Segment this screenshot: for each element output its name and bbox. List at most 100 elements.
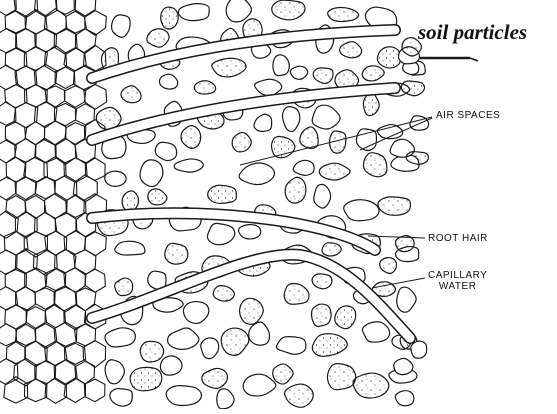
tissue-cell xyxy=(53,102,77,127)
soil-particle xyxy=(200,337,220,360)
soil-particle xyxy=(311,104,341,130)
tissue-cell xyxy=(34,28,58,53)
soil-particle xyxy=(409,115,430,131)
tissue-cell xyxy=(83,83,108,110)
tissue-cell xyxy=(82,339,107,369)
soil-particle xyxy=(139,159,164,188)
soil-particle xyxy=(362,152,388,178)
soil-particle xyxy=(311,273,333,290)
tissue-cell xyxy=(73,249,97,276)
tissue-cell xyxy=(44,267,67,292)
tissue-cell xyxy=(0,210,19,239)
soil-particle xyxy=(109,387,133,407)
soil-particle xyxy=(299,126,319,150)
soil-particle xyxy=(120,85,142,104)
soil-particle xyxy=(334,305,357,330)
tissue-cell xyxy=(0,0,17,17)
soil-particle xyxy=(158,73,179,90)
soil-particle xyxy=(104,327,136,348)
soil-particle xyxy=(152,297,184,313)
capillary-line-2: WATER xyxy=(438,281,477,292)
pointer-line xyxy=(359,117,433,151)
label-pointers xyxy=(239,56,479,289)
soil-particle xyxy=(166,327,200,351)
soil-particle xyxy=(361,321,391,343)
tissue-cell xyxy=(23,230,49,258)
soil-particle xyxy=(159,355,183,376)
tissue-cell xyxy=(23,45,48,72)
soil-particle xyxy=(326,362,357,391)
soil-particle xyxy=(193,80,217,95)
pointer-line xyxy=(371,277,426,289)
capillary-water-label: CAPILLARY WATER xyxy=(428,270,487,292)
soil-particle xyxy=(283,282,310,305)
root-hair-label: ROOT HAIR xyxy=(428,233,488,244)
soil-particle xyxy=(154,141,178,162)
soil-particle xyxy=(237,223,262,240)
tissue-cell xyxy=(44,85,66,108)
tissue-cell xyxy=(63,342,87,366)
soil-particle xyxy=(173,158,204,173)
soil-particle xyxy=(328,130,347,154)
soil-particle xyxy=(253,113,273,133)
soil-particle xyxy=(327,6,360,23)
tissue-cell xyxy=(13,102,39,129)
soil-particle xyxy=(164,242,189,265)
root-hair xyxy=(87,208,380,255)
soil-particle xyxy=(321,242,342,257)
tissue-cell xyxy=(14,210,38,239)
tissue-cell xyxy=(34,360,57,386)
soil-particle xyxy=(146,28,170,48)
tissue-cell xyxy=(74,103,96,126)
soil-particle xyxy=(165,384,203,407)
soil-particle xyxy=(289,65,309,80)
tissue-cell xyxy=(0,323,18,347)
soil-particle xyxy=(405,151,429,165)
soil-particles-pointer xyxy=(469,57,479,62)
root-hair xyxy=(87,83,400,145)
tissue-cell xyxy=(4,10,28,34)
tissue-cell xyxy=(44,377,68,405)
soil-particle xyxy=(310,303,332,328)
soil-particle xyxy=(114,240,146,256)
soil-particle xyxy=(238,297,264,325)
soil-particle xyxy=(376,123,404,140)
soil-particle xyxy=(394,389,415,407)
tissue-cell xyxy=(73,0,97,17)
soil-particle xyxy=(400,80,426,97)
soil-particle xyxy=(139,340,165,363)
tissue-cell xyxy=(24,194,47,220)
soil-particle xyxy=(212,284,235,302)
root-hair xyxy=(87,25,400,83)
soil-particle xyxy=(410,340,428,359)
soil-particle xyxy=(231,131,252,153)
tissue-cell xyxy=(15,28,37,53)
soil-particle xyxy=(207,184,237,205)
soil-particle xyxy=(248,321,271,346)
soil-particle xyxy=(225,0,252,23)
tissue-cell xyxy=(74,28,97,54)
tissue-cell xyxy=(54,137,78,166)
tissue-cell xyxy=(13,0,39,19)
root-hairs-group xyxy=(86,24,416,344)
soil-particle xyxy=(160,6,179,30)
soil-particle xyxy=(129,366,163,392)
tissue-cell xyxy=(14,323,37,347)
tissue-cell xyxy=(0,100,17,126)
soil-particle xyxy=(318,162,351,181)
soil-particle xyxy=(396,286,417,313)
soil-particles-group xyxy=(95,0,430,410)
air-spaces-label: AIR SPACES xyxy=(436,110,501,121)
root-hair xyxy=(87,250,415,343)
tissue-cell xyxy=(5,194,27,220)
soil-particle xyxy=(312,67,334,85)
tissue-cell xyxy=(63,157,88,183)
soil-particle xyxy=(394,234,415,253)
soil-particle xyxy=(377,196,412,216)
pointer-line xyxy=(367,235,426,239)
soil-particle xyxy=(361,65,385,82)
tissue-cell xyxy=(83,231,107,257)
tissue-cell xyxy=(53,321,78,347)
pointer-line xyxy=(239,116,433,166)
soil-particle xyxy=(95,106,122,130)
